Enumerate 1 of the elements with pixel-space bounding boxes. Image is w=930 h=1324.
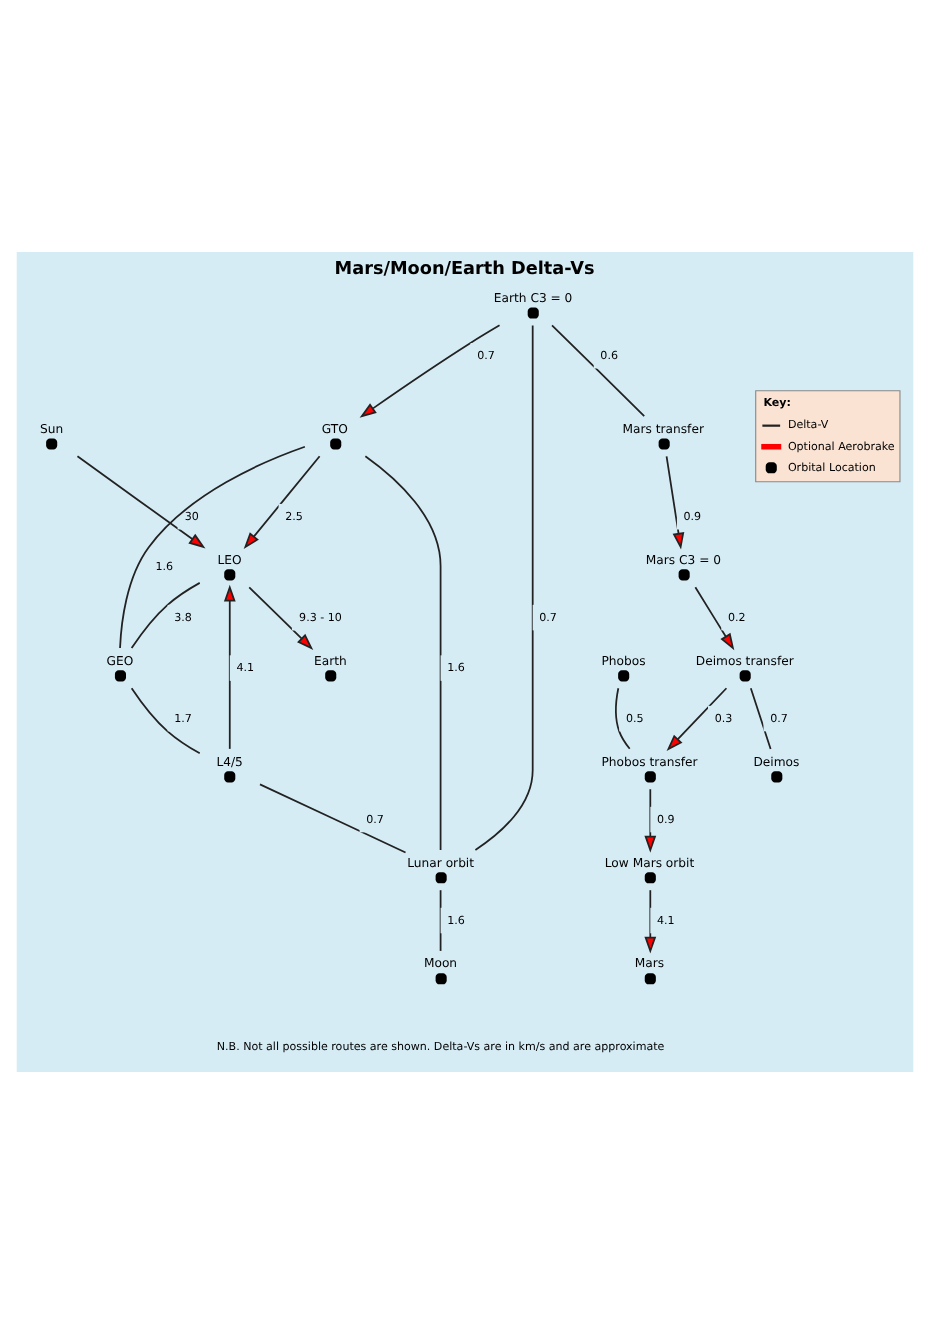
diagram-title: Mars/Moon/Earth Delta-Vs <box>334 259 595 280</box>
